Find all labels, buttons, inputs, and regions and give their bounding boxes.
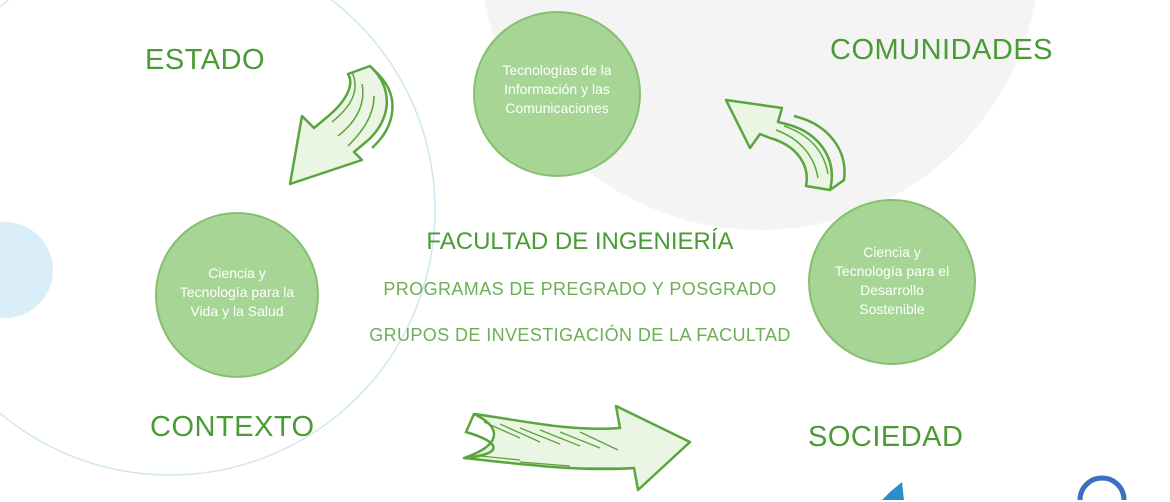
background-blue-blob bbox=[0, 222, 53, 318]
circle-desarrollo-text: Ciencia y Tecnología para el Desarrollo … bbox=[834, 244, 950, 317]
curved-arrow-icon bbox=[462, 404, 692, 492]
label-contexto: CONTEXTO bbox=[150, 411, 315, 443]
label-sociedad: SOCIEDAD bbox=[808, 421, 964, 453]
circle-tic-text: Tecnologías de la Información y las Comu… bbox=[502, 61, 612, 116]
center-line-programas: PROGRAMAS DE PREGRADO Y POSGRADO bbox=[383, 279, 777, 299]
circle-desarrollo: Ciencia y Tecnología para el Desarrollo … bbox=[808, 199, 976, 365]
label-comunidades: COMUNIDADES bbox=[830, 34, 1054, 66]
curved-arrow-icon bbox=[724, 98, 846, 192]
curved-arrow-icon bbox=[288, 64, 394, 186]
center-line-grupos: GRUPOS DE INVESTIGACIÓN DE LA FACULTAD bbox=[369, 325, 791, 345]
background-blue-ring bbox=[0, 0, 436, 476]
center-title: FACULTAD DE INGENIERÍA bbox=[426, 228, 734, 255]
circle-tic: Tecnologías de la Información y las Comu… bbox=[473, 11, 641, 177]
label-estado: ESTADO bbox=[145, 44, 266, 76]
circle-vida-salud-text: Ciencia y Tecnología para la Vida y la S… bbox=[179, 264, 295, 319]
logo-fragment-right bbox=[1077, 475, 1127, 500]
logo-fragment-left bbox=[882, 482, 904, 500]
circle-vida-salud: Ciencia y Tecnología para la Vida y la S… bbox=[155, 212, 319, 378]
